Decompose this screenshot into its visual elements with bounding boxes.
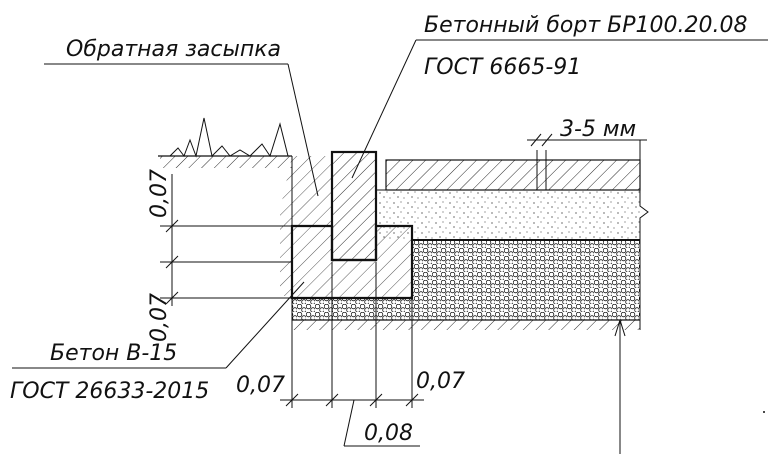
break-line xyxy=(639,140,649,330)
vertical-dim-lower: 0,07 xyxy=(147,293,172,342)
vertical-dimension-chain xyxy=(160,174,292,306)
bottom-leader xyxy=(614,319,626,454)
vertical-dim-upper: 0,07 xyxy=(147,169,172,218)
corner-dot xyxy=(763,411,765,413)
gravel-layer xyxy=(412,240,640,298)
backfill-leader xyxy=(44,63,319,197)
concrete-standard-label: ГОСТ 26633-2015 xyxy=(10,379,209,404)
curb-name-label: Бетонный борт БР100.20.08 xyxy=(424,13,747,38)
ground-hatch-strip xyxy=(160,156,292,168)
paving-slab xyxy=(385,159,641,191)
gap-label: 3-5 мм xyxy=(560,117,636,142)
curb-leader xyxy=(351,39,768,179)
backfill-label: Обратная засыпка xyxy=(66,37,281,62)
gravel-base-under-foundation xyxy=(292,298,640,320)
horizontal-dimension-chain xyxy=(280,262,424,447)
subgrade-hatch xyxy=(292,320,640,330)
concrete-leader xyxy=(12,281,305,369)
concrete-name-label: Бетон В-15 xyxy=(50,341,177,366)
horizontal-dim-bottom: 0,08 xyxy=(364,421,413,446)
horizontal-dim-right: 0,07 xyxy=(416,369,465,394)
ground-surface xyxy=(158,117,292,158)
sand-layer xyxy=(376,190,640,240)
gap-marker xyxy=(527,133,647,190)
curb-stone xyxy=(330,150,378,262)
horizontal-dim-left: 0,07 xyxy=(236,373,285,398)
curb-standard-label: ГОСТ 6665-91 xyxy=(424,55,581,80)
